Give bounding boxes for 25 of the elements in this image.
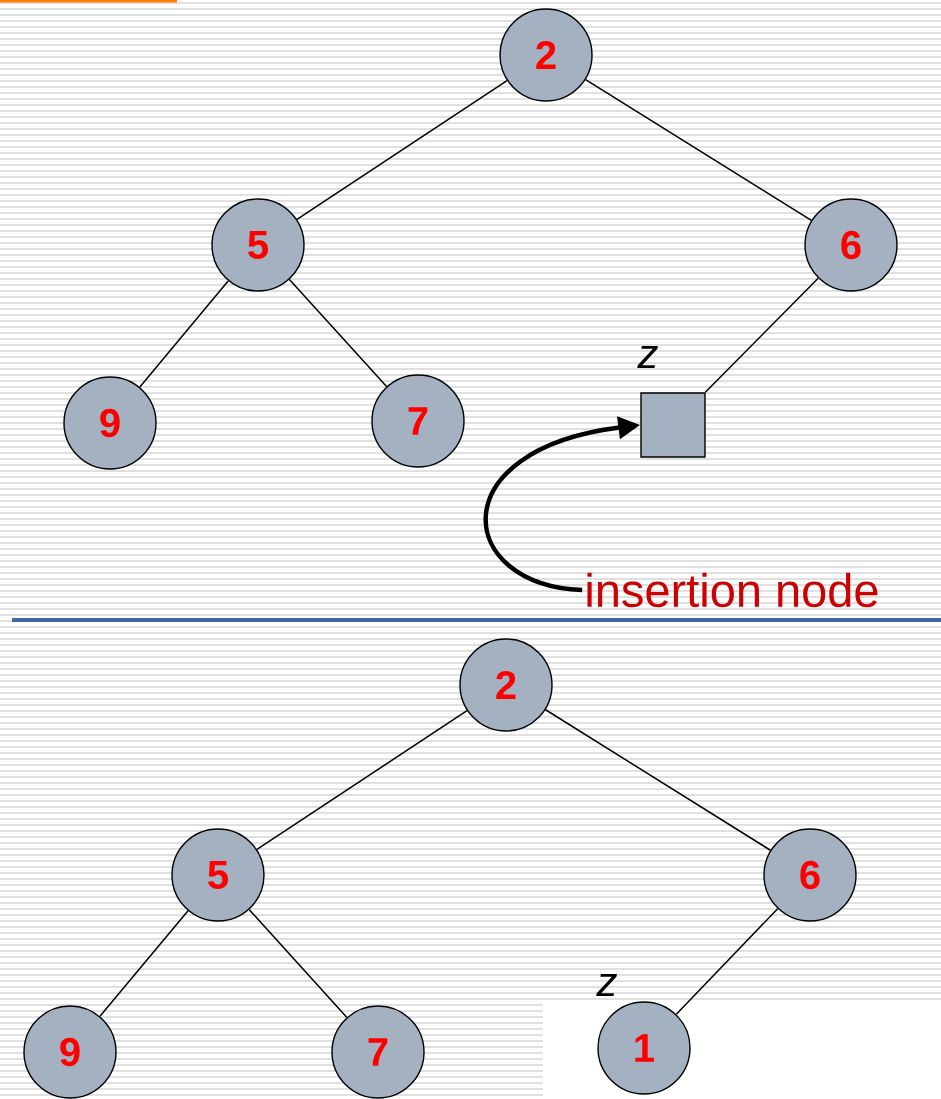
tree-node: 2: [499, 8, 593, 102]
tree-node: 7: [371, 374, 465, 468]
tree-node: 5: [211, 198, 305, 292]
tree-node: 6: [763, 828, 857, 922]
tree-node: 5: [171, 828, 265, 922]
tree-edge: [544, 709, 772, 851]
tree-edge: [704, 277, 819, 394]
insertion-square: [640, 392, 706, 458]
tree-edge: [256, 709, 468, 851]
tree-node: 9: [23, 1005, 117, 1099]
tree-edge: [675, 907, 779, 1016]
tree-node: 1: [597, 1001, 691, 1095]
tree-edge: [248, 908, 348, 1019]
tree-edge: [584, 78, 813, 222]
tree-edge: [139, 280, 229, 388]
tree-node: 2: [459, 638, 553, 732]
tree-edge: [296, 79, 508, 221]
tree-edge: [99, 910, 189, 1017]
tree-node: 7: [331, 1005, 425, 1099]
node-label: z: [596, 973, 617, 997]
tree-edge: [288, 278, 388, 388]
note-text: insertion node: [587, 572, 878, 608]
node-label: z: [637, 345, 658, 369]
tree-node: 9: [63, 376, 157, 470]
tree-node: 6: [804, 198, 898, 292]
